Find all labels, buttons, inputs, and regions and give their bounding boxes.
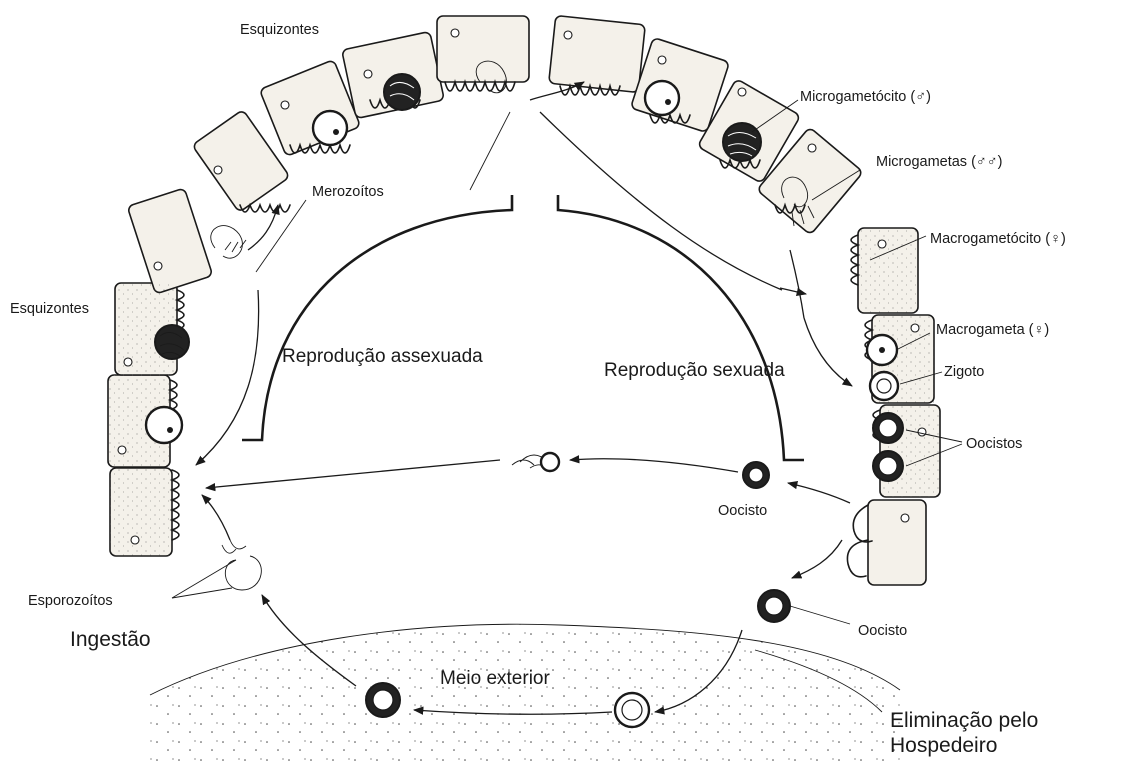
trophozoite	[313, 111, 347, 145]
label-zigoto: Zigoto	[944, 364, 984, 380]
label-oocistos: Oocistos	[966, 436, 1022, 452]
label-macrogameta: Macrogameta (♀)	[936, 322, 1049, 338]
label-eliminacao-line2: Hospedeiro	[890, 734, 997, 757]
label-oocisto-right: Oocisto	[858, 623, 907, 639]
epithelial-cell	[259, 60, 360, 157]
microgametocyte	[723, 123, 761, 161]
epithelial-cell	[437, 16, 529, 82]
label-meio-exterior: Meio exterior	[440, 668, 550, 689]
label-esquizontes-left: Esquizontes	[10, 301, 89, 317]
label-esporozoitos: Esporozoítos	[28, 593, 113, 609]
label-microgametas: Microgametas (♂♂)	[876, 154, 1003, 170]
trophozoite	[645, 81, 679, 115]
schizont	[155, 325, 189, 359]
label-microgametocito: Microgametócito (♂)	[800, 89, 931, 105]
label-reproducao-sexuada: Reprodução sexuada	[604, 360, 785, 381]
external-environment	[150, 624, 900, 763]
label-reproducao-assexuada: Reprodução assexuada	[282, 346, 483, 367]
epithelial-cell	[549, 15, 646, 92]
epithelial-cell	[127, 188, 212, 294]
label-macrogametocito: Macrogametócito (♀)	[930, 231, 1066, 247]
label-merozoitos: Merozoítos	[312, 184, 384, 200]
sporozoite-cyst	[225, 556, 261, 590]
cell-nuclei	[118, 29, 926, 544]
epithelial-cell	[868, 500, 926, 585]
label-esquizontes-top: Esquizontes	[240, 22, 319, 38]
label-ingestao: Ingestão	[70, 628, 151, 651]
label-oocisto-center: Oocisto	[718, 503, 767, 519]
trophozoite	[146, 407, 182, 443]
label-eliminacao-line1: Eliminação pelo	[890, 709, 1038, 732]
schizont	[384, 74, 420, 110]
cycle-brackets	[242, 195, 804, 460]
